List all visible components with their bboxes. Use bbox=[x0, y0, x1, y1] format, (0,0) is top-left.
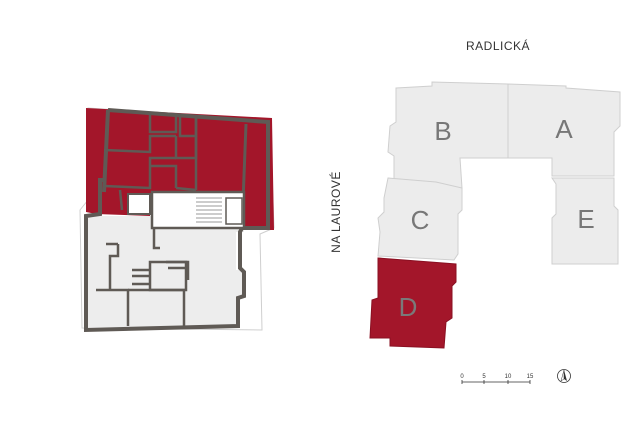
building-d[interactable]: D bbox=[369, 257, 457, 349]
scale-tick-10: 10 bbox=[505, 374, 512, 380]
building-d-label: D bbox=[399, 292, 418, 322]
building-c-label: C bbox=[411, 205, 430, 235]
building-a-label: A bbox=[555, 114, 573, 144]
building-e-label: E bbox=[577, 204, 594, 234]
building-b-label: B bbox=[434, 116, 451, 146]
building-e-shape[interactable] bbox=[551, 177, 619, 265]
building-d-shape[interactable] bbox=[369, 257, 457, 349]
floor-plan-interior-walls-lower bbox=[96, 228, 190, 326]
scale-tick-5: 5 bbox=[482, 374, 486, 380]
building-c-shape[interactable] bbox=[377, 177, 463, 261]
street-label-north: RADLICKÁ bbox=[466, 38, 530, 53]
stair-core bbox=[127, 190, 246, 230]
building-b[interactable]: B bbox=[387, 81, 509, 189]
floor-plan-outer-wall bbox=[84, 108, 270, 333]
north-arrow-icon bbox=[557, 369, 571, 383]
stair-steps bbox=[196, 197, 222, 223]
street-label-west: NA LAUROVÉ bbox=[328, 171, 343, 253]
scale-bar: 0 5 10 15 bbox=[460, 374, 534, 384]
building-e[interactable]: E bbox=[551, 177, 619, 265]
building-a[interactable]: A bbox=[507, 83, 621, 177]
site-selector: RADLICKÁ NA LAUROVÉ B A E C D 0 bbox=[328, 38, 621, 384]
building-a-shape[interactable] bbox=[507, 83, 621, 177]
building-c[interactable]: C bbox=[377, 177, 463, 261]
floor-plan bbox=[79, 107, 275, 333]
scale-tick-0: 0 bbox=[460, 374, 464, 380]
scale-tick-15: 15 bbox=[527, 374, 534, 380]
